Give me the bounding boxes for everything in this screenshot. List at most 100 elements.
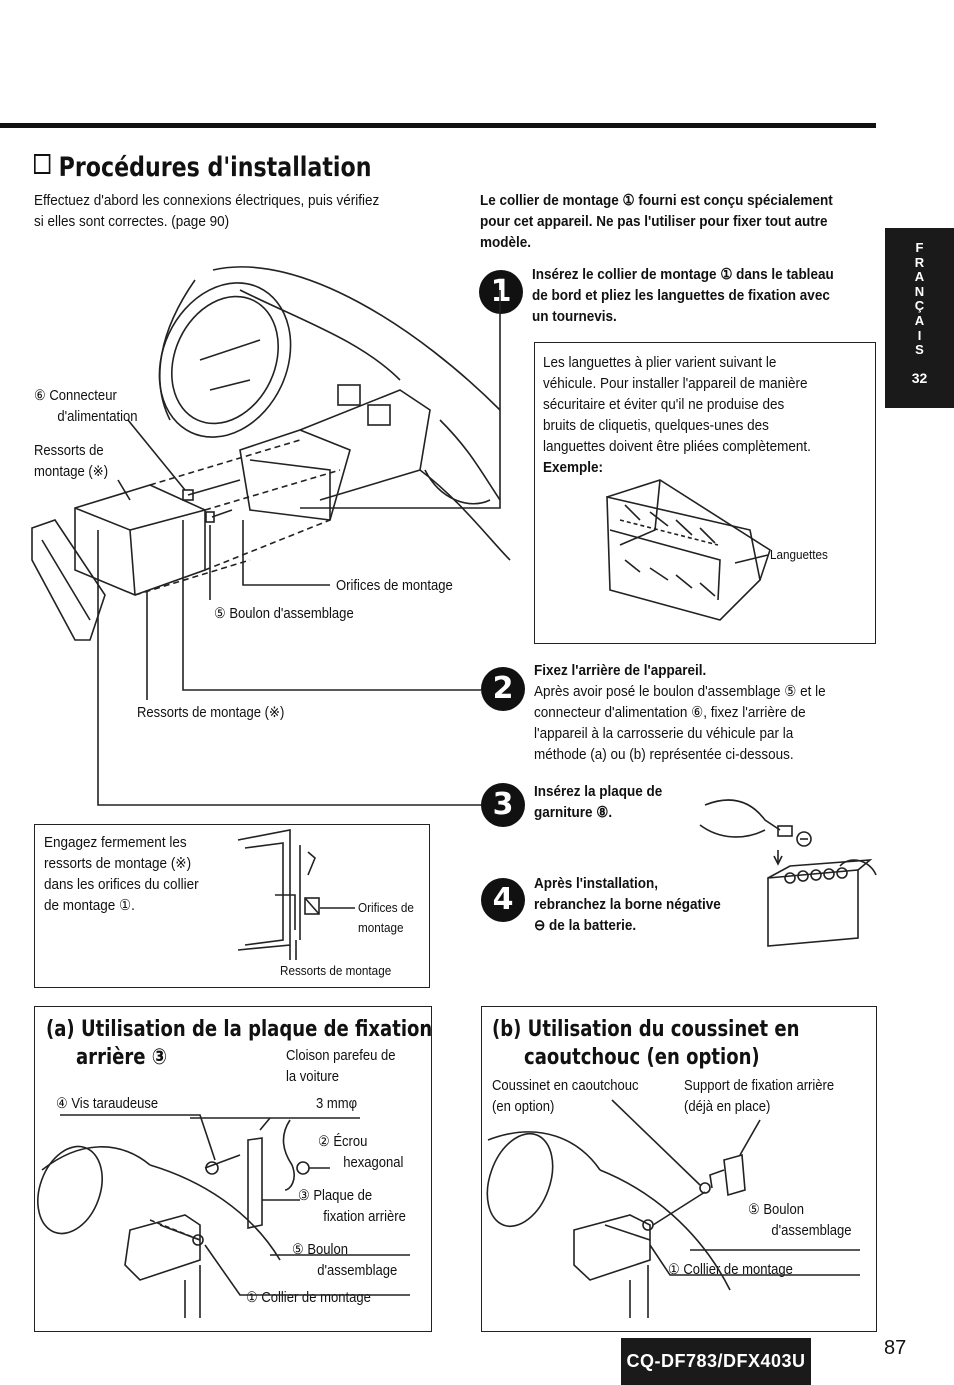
- step-line: Après l'installation,: [534, 875, 658, 892]
- label-line: montage: [358, 920, 404, 935]
- support-label: Support de fixation arrière (déjà en pla…: [684, 1076, 834, 1118]
- nut-label: ② Écrou hexagonal: [318, 1132, 403, 1174]
- step-line: Insérez la plaque de: [534, 783, 663, 800]
- bolt-b-label: ⑤ Boulon d'assemblage: [748, 1200, 852, 1242]
- label-line: d'assemblage: [771, 1223, 852, 1239]
- section-a-title: (a) Utilisation de la plaque de fixation: [46, 1017, 433, 1042]
- label-line: d'alimentation: [57, 409, 138, 425]
- label-line: ③ Plaque de: [298, 1188, 373, 1204]
- collar-a-label: ① Collier de montage: [246, 1290, 371, 1306]
- tabs-note-box: [534, 342, 876, 644]
- note-line: bruits de cliquetis, quelques-unes des: [543, 417, 769, 434]
- tab-letter: A: [914, 269, 925, 285]
- language-tab: F R A N Ç A I S 32: [885, 228, 954, 408]
- label-line: ⑤ Boulon: [292, 1242, 348, 1258]
- note-line: véhicule. Pour installer l'appareil de m…: [543, 375, 808, 392]
- label-line: Ressorts de: [34, 443, 104, 459]
- springs-bottom-label: Ressorts de montage (※): [137, 705, 285, 721]
- step-3-text: Insérez la plaque de garniture ⑧.: [534, 781, 714, 823]
- tab-letter: N: [914, 283, 925, 299]
- warning-line: pour cet appareil. Ne pas l'utiliser pou…: [480, 213, 828, 230]
- firewall-label: Cloison parefeu de la voiture: [286, 1046, 396, 1088]
- section-b-title: (b) Utilisation du coussinet en: [492, 1017, 800, 1042]
- step-line: Après avoir posé le boulon d'assemblage …: [534, 683, 826, 700]
- page-number: 87: [884, 1337, 907, 1359]
- section-b-title: caoutchouc (en option): [524, 1045, 760, 1070]
- step-2-heading: Fixez l'arrière de l'appareil.: [534, 662, 707, 679]
- bolt-a-label: ⑤ Boulon d'assemblage: [292, 1240, 397, 1282]
- example-label: Exemple:: [543, 459, 604, 476]
- warning-line: modèle.: [480, 234, 532, 251]
- step-2-text: Fixez l'arrière de l'appareil. Après avo…: [534, 660, 876, 765]
- step-1-badge: 1: [479, 270, 523, 314]
- language-letters: F R A N Ç A I S: [885, 228, 954, 358]
- label-line: ② Écrou: [318, 1134, 368, 1150]
- tab-letter: A: [914, 312, 925, 328]
- step-line: méthode (a) ou (b) représentée ci-dessou…: [534, 746, 794, 763]
- power-connector-label: ⑥ Connecteur d'alimentation: [34, 386, 138, 428]
- tab-letter: Ç: [914, 298, 925, 314]
- step-line: un tournevis.: [532, 308, 617, 325]
- checkbox-icon: [34, 154, 51, 174]
- screw-label: ④ Vis taraudeuse: [56, 1096, 159, 1112]
- label-line: (déjà en place): [684, 1099, 771, 1115]
- label-line: ⑥ Connecteur: [34, 388, 117, 404]
- label-line: fixation arrière: [323, 1209, 406, 1225]
- tabs-label: Languettes: [770, 547, 828, 562]
- section-a-title: arrière ③: [76, 1045, 168, 1070]
- plate-label: ③ Plaque de fixation arrière: [298, 1186, 406, 1228]
- label-line: Orifices de: [358, 900, 414, 915]
- assembly-bolt-label: ⑤ Boulon d'assemblage: [214, 606, 354, 622]
- note-line: Engagez fermement les: [44, 834, 187, 851]
- step-2-badge: 2: [481, 667, 525, 711]
- step-4-badge: 4: [481, 878, 525, 922]
- label-line: Cloison parefeu de: [286, 1048, 396, 1064]
- label-line: Support de fixation arrière: [684, 1078, 835, 1094]
- step-line: connecteur d'alimentation ⑥, fixez l'arr…: [534, 704, 806, 721]
- label-line: la voiture: [286, 1069, 339, 1085]
- note-line: de montage ①.: [44, 897, 135, 914]
- springs-box-holes-label: Orifices de montage: [358, 898, 414, 938]
- model-number: CQ-DF783/DFX403U: [626, 1351, 806, 1371]
- label-line: hexagonal: [343, 1155, 404, 1171]
- springs-top-label: Ressorts de montage (※): [34, 441, 108, 483]
- note-line: languettes doivent être pliées complètem…: [543, 438, 811, 455]
- springs-box: [34, 824, 430, 988]
- tab-page-number: 32: [911, 369, 928, 386]
- page-title: Procédures d'installation: [34, 152, 371, 183]
- page-title-text: Procédures d'installation: [58, 152, 372, 183]
- label-line: (en option): [492, 1099, 555, 1115]
- intro-line: si elles sont correctes. (page 90): [34, 213, 230, 230]
- note-line: ressorts de montage (※): [44, 855, 192, 872]
- step-line: de bord et pliez les languettes de fixat…: [532, 287, 830, 304]
- step-line: l'appareil à la carrosserie du véhicule …: [534, 725, 794, 742]
- springs-box-springs-label: Ressorts de montage: [280, 963, 392, 978]
- section-a-box: [34, 1006, 432, 1332]
- tabs-note-text: Les languettes à plier varient suivant l…: [543, 352, 863, 478]
- note-line: Les languettes à plier varient suivant l…: [543, 354, 777, 371]
- intro-line: Effectuez d'abord les connexions électri…: [34, 192, 380, 209]
- mounting-holes-label: Orifices de montage: [336, 578, 453, 594]
- step-line: rebranchez la borne négative: [534, 896, 721, 913]
- step-line: garniture ⑧.: [534, 804, 613, 821]
- label-line: d'assemblage: [317, 1263, 398, 1279]
- collar-b-label: ① Collier de montage: [668, 1262, 793, 1278]
- top-rule: [0, 123, 876, 128]
- note-line: dans les orifices du collier: [44, 876, 199, 893]
- springs-box-text: Engagez fermement les ressorts de montag…: [44, 832, 224, 916]
- step-3-badge: 3: [481, 783, 525, 827]
- cushion-label: Coussinet en caoutchouc (en option): [492, 1076, 639, 1118]
- section-b-box: [481, 1006, 877, 1332]
- tab-letter: S: [915, 342, 924, 358]
- model-footer: CQ-DF783/DFX403U: [621, 1338, 811, 1385]
- step-4-text: Après l'installation, rebranchez la born…: [534, 873, 750, 936]
- warning-line: Le collier de montage ① fourni est conçu…: [480, 192, 833, 209]
- label-line: Coussinet en caoutchouc: [492, 1078, 639, 1094]
- step-1-text: Insérez le collier de montage ① dans le …: [532, 264, 874, 327]
- tab-letter: R: [914, 254, 925, 270]
